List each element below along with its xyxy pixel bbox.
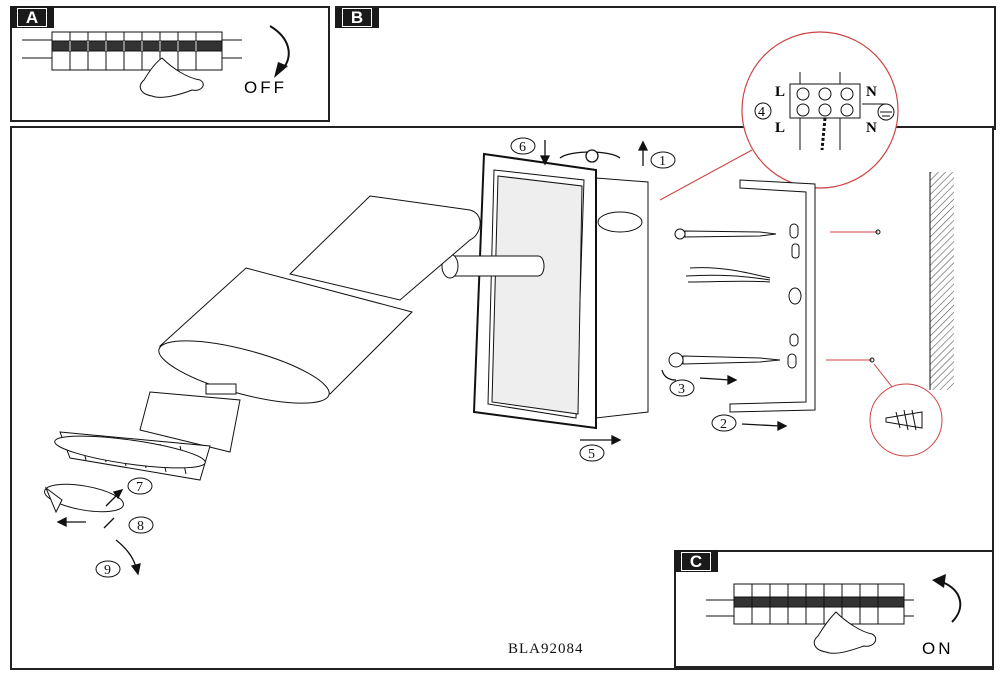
model-code: BLA92084 — [508, 641, 584, 657]
panel-a-illustration: OFF — [22, 25, 290, 98]
wall-plug-detail — [869, 363, 943, 457]
breaker-strip — [706, 583, 914, 625]
step-4-label: 4 — [758, 105, 765, 120]
lens-ring — [44, 483, 124, 514]
spotlight-arm — [441, 253, 545, 279]
hand-icon — [139, 57, 204, 98]
panel-c-tag: C — [674, 550, 718, 572]
screw-top — [674, 228, 777, 240]
panel-a: A OFF — [10, 6, 330, 122]
breaker-strip — [22, 31, 242, 71]
hand-icon — [813, 611, 877, 654]
motion-arrows — [56, 140, 788, 576]
panel-b-frame — [335, 6, 996, 130]
step-6-label: 6 — [519, 140, 526, 155]
step-2-label: 2 — [720, 417, 727, 432]
wall — [929, 172, 954, 390]
main-frame — [10, 126, 994, 670]
panel-c: C ON — [674, 550, 994, 668]
wire-label-bottom-n: N — [866, 120, 877, 136]
screw-bottom — [668, 352, 781, 368]
wiring-detail: L N L N 4 — [659, 31, 899, 201]
panel-a-tag: A — [10, 6, 54, 28]
step-3-label: 3 — [678, 382, 685, 397]
step-5-label: 5 — [588, 447, 595, 462]
switch-up-arrow-icon — [941, 581, 962, 623]
panel-c-illustration: ON — [706, 574, 962, 658]
step-9-label: 9 — [104, 563, 111, 578]
wire-label-top-n: N — [866, 84, 877, 100]
step-7-label: 7 — [136, 480, 143, 495]
step-8-label: 8 — [137, 519, 144, 534]
supply-wires — [685, 267, 771, 283]
wall-plate — [472, 152, 649, 430]
panel-b-tag: B — [335, 6, 379, 28]
switch-on-label: ON — [922, 639, 954, 658]
gu10-bulb — [54, 383, 241, 481]
mounting-bracket — [729, 179, 816, 413]
spotlight-head — [158, 195, 481, 404]
wire-label-bottom-l: L — [775, 120, 785, 136]
wire-label-top-l: L — [775, 84, 785, 100]
step-markers — [95, 137, 737, 578]
ground-icon — [877, 103, 895, 121]
step-1-label: 1 — [659, 154, 666, 169]
switch-off-label: OFF — [244, 78, 287, 97]
